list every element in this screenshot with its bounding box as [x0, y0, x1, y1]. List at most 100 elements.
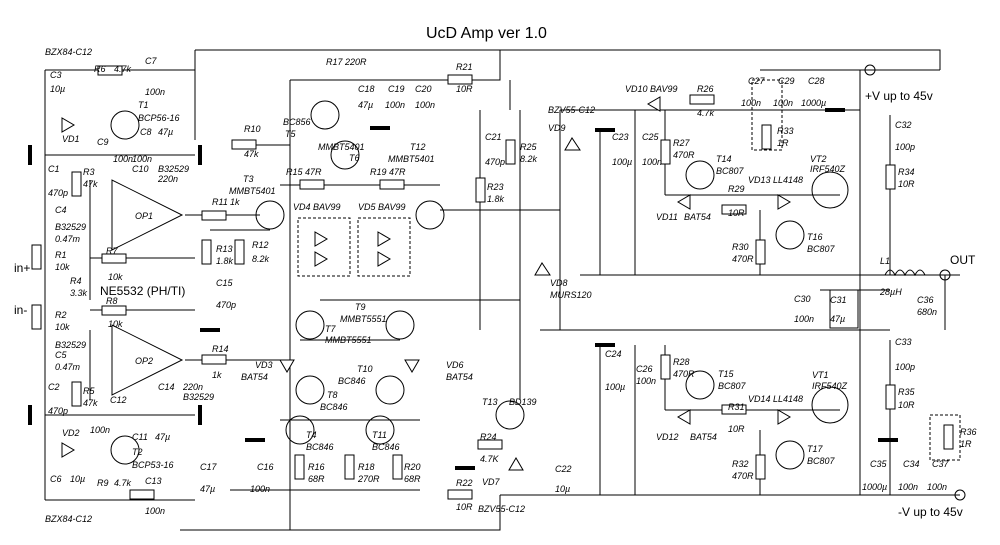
svg-text:R5: R5 [83, 386, 95, 396]
svg-text:B32529: B32529 [55, 340, 86, 350]
svg-text:T14: T14 [716, 154, 732, 164]
svg-text:100p: 100p [895, 362, 915, 372]
svg-text:100µ: 100µ [612, 157, 632, 167]
terminals [864, 64, 966, 501]
svg-text:1k: 1k [212, 370, 222, 380]
svg-text:T6: T6 [349, 153, 360, 163]
svg-text:47µ: 47µ [830, 314, 845, 324]
svg-text:VD10 BAV99: VD10 BAV99 [625, 84, 678, 94]
svg-text:R24: R24 [480, 432, 497, 442]
svg-text:28µH: 28µH [879, 287, 902, 297]
svg-text:R25: R25 [520, 142, 538, 152]
svg-text:B32529: B32529 [158, 164, 189, 174]
svg-text:C3: C3 [50, 70, 62, 80]
svg-text:C9: C9 [97, 137, 109, 147]
svg-text:470R: 470R [673, 369, 695, 379]
svg-text:C5: C5 [55, 350, 67, 360]
svg-text:R23: R23 [487, 182, 504, 192]
svg-text:100n: 100n [773, 98, 793, 108]
svg-text:47k: 47k [83, 179, 98, 189]
svg-text:R31: R31 [728, 402, 745, 412]
svg-text:IRF540Z: IRF540Z [810, 164, 846, 174]
svg-text:C24: C24 [605, 349, 622, 359]
svg-text:R12: R12 [252, 240, 269, 250]
svg-text:C1: C1 [48, 164, 60, 174]
svg-text:R32: R32 [732, 459, 749, 469]
svg-text:C2: C2 [48, 382, 60, 392]
svg-text:C19: C19 [388, 84, 405, 94]
svg-text:100n: 100n [898, 482, 918, 492]
svg-text:T7: T7 [325, 324, 336, 334]
svg-text:C37: C37 [932, 459, 950, 469]
svg-text:R33: R33 [777, 126, 794, 136]
svg-text:100n: 100n [642, 157, 662, 167]
diagram-title: UcD Amp ver 1.0 [426, 25, 547, 42]
svg-text:BC846: BC846 [372, 442, 400, 452]
svg-text:100n: 100n [927, 482, 947, 492]
svg-text:BC846: BC846 [338, 376, 366, 386]
svg-text:100n: 100n [145, 506, 165, 516]
svg-text:VD3: VD3 [255, 360, 273, 370]
svg-text:10µ: 10µ [555, 484, 570, 494]
svg-text:R18: R18 [358, 462, 375, 472]
svg-text:T11: T11 [372, 430, 387, 440]
svg-text:R20: R20 [404, 462, 421, 472]
svg-text:1k: 1k [230, 197, 240, 207]
svg-text:100n: 100n [145, 87, 165, 97]
svg-text:C22: C22 [555, 464, 572, 474]
svg-text:10k: 10k [55, 262, 70, 272]
svg-text:100n: 100n [90, 425, 110, 435]
svg-text:47k: 47k [244, 149, 259, 159]
svg-text:4.7k: 4.7k [697, 108, 715, 118]
svg-text:VT2: VT2 [810, 154, 827, 164]
svg-text:10k: 10k [108, 272, 123, 282]
svg-text:T3: T3 [243, 174, 254, 184]
svg-text:BZX84-C12: BZX84-C12 [45, 47, 92, 57]
svg-text:10k: 10k [108, 319, 123, 329]
svg-text:BCP56-16: BCP56-16 [138, 113, 180, 123]
svg-text:BC846: BC846 [306, 442, 334, 452]
svg-text:VD14 LL4148: VD14 LL4148 [748, 394, 803, 404]
svg-text:100n: 100n [794, 314, 814, 324]
svg-text:R29: R29 [728, 184, 745, 194]
svg-text:NE5532 (PH/TI): NE5532 (PH/TI) [100, 284, 185, 298]
diode-packages [297, 79, 961, 461]
svg-text:BC807: BC807 [716, 166, 745, 176]
svg-text:C21: C21 [485, 132, 502, 142]
svg-text:0.47m: 0.47m [55, 234, 81, 244]
svg-text:100p: 100p [895, 142, 915, 152]
svg-text:L1: L1 [880, 256, 890, 266]
svg-text:R9: R9 [97, 478, 109, 488]
svg-text:-V up to 45v: -V up to 45v [898, 505, 963, 519]
svg-text:R21: R21 [456, 62, 473, 72]
svg-text:in+: in+ [14, 261, 30, 275]
transistors [110, 100, 849, 470]
svg-text:R28: R28 [673, 357, 690, 367]
svg-text:VD13 LL4148: VD13 LL4148 [748, 175, 803, 185]
svg-text:C26: C26 [636, 364, 653, 374]
svg-text:T5: T5 [285, 129, 296, 139]
svg-text:T17: T17 [807, 444, 824, 454]
svg-text:C28: C28 [808, 76, 825, 86]
svg-text:OP2: OP2 [135, 356, 153, 366]
svg-text:R2: R2 [55, 310, 67, 320]
svg-text:10R: 10R [456, 502, 473, 512]
svg-text:BCP53-16: BCP53-16 [132, 460, 174, 470]
svg-text:C12: C12 [110, 395, 127, 405]
svg-text:C20: C20 [415, 84, 432, 94]
svg-text:VD4 BAV99: VD4 BAV99 [293, 202, 341, 212]
svg-text:470p: 470p [48, 406, 68, 416]
svg-text:R1: R1 [55, 250, 67, 260]
svg-text:B32529: B32529 [183, 392, 214, 402]
svg-text:R13: R13 [216, 244, 233, 254]
svg-text:1000µ: 1000µ [862, 482, 887, 492]
svg-text:VD8: VD8 [550, 278, 568, 288]
svg-text:100µ: 100µ [605, 382, 625, 392]
svg-text:470p: 470p [216, 300, 236, 310]
svg-text:10R: 10R [898, 179, 915, 189]
svg-text:100n: 100n [250, 484, 270, 494]
component-labels: BZX84-C12 BZX84-C12 R17 220R R21 10R R22… [14, 47, 977, 524]
svg-text:1000µ: 1000µ [801, 98, 826, 108]
svg-text:C32: C32 [895, 120, 912, 130]
svg-text:T13: T13 [482, 397, 498, 407]
